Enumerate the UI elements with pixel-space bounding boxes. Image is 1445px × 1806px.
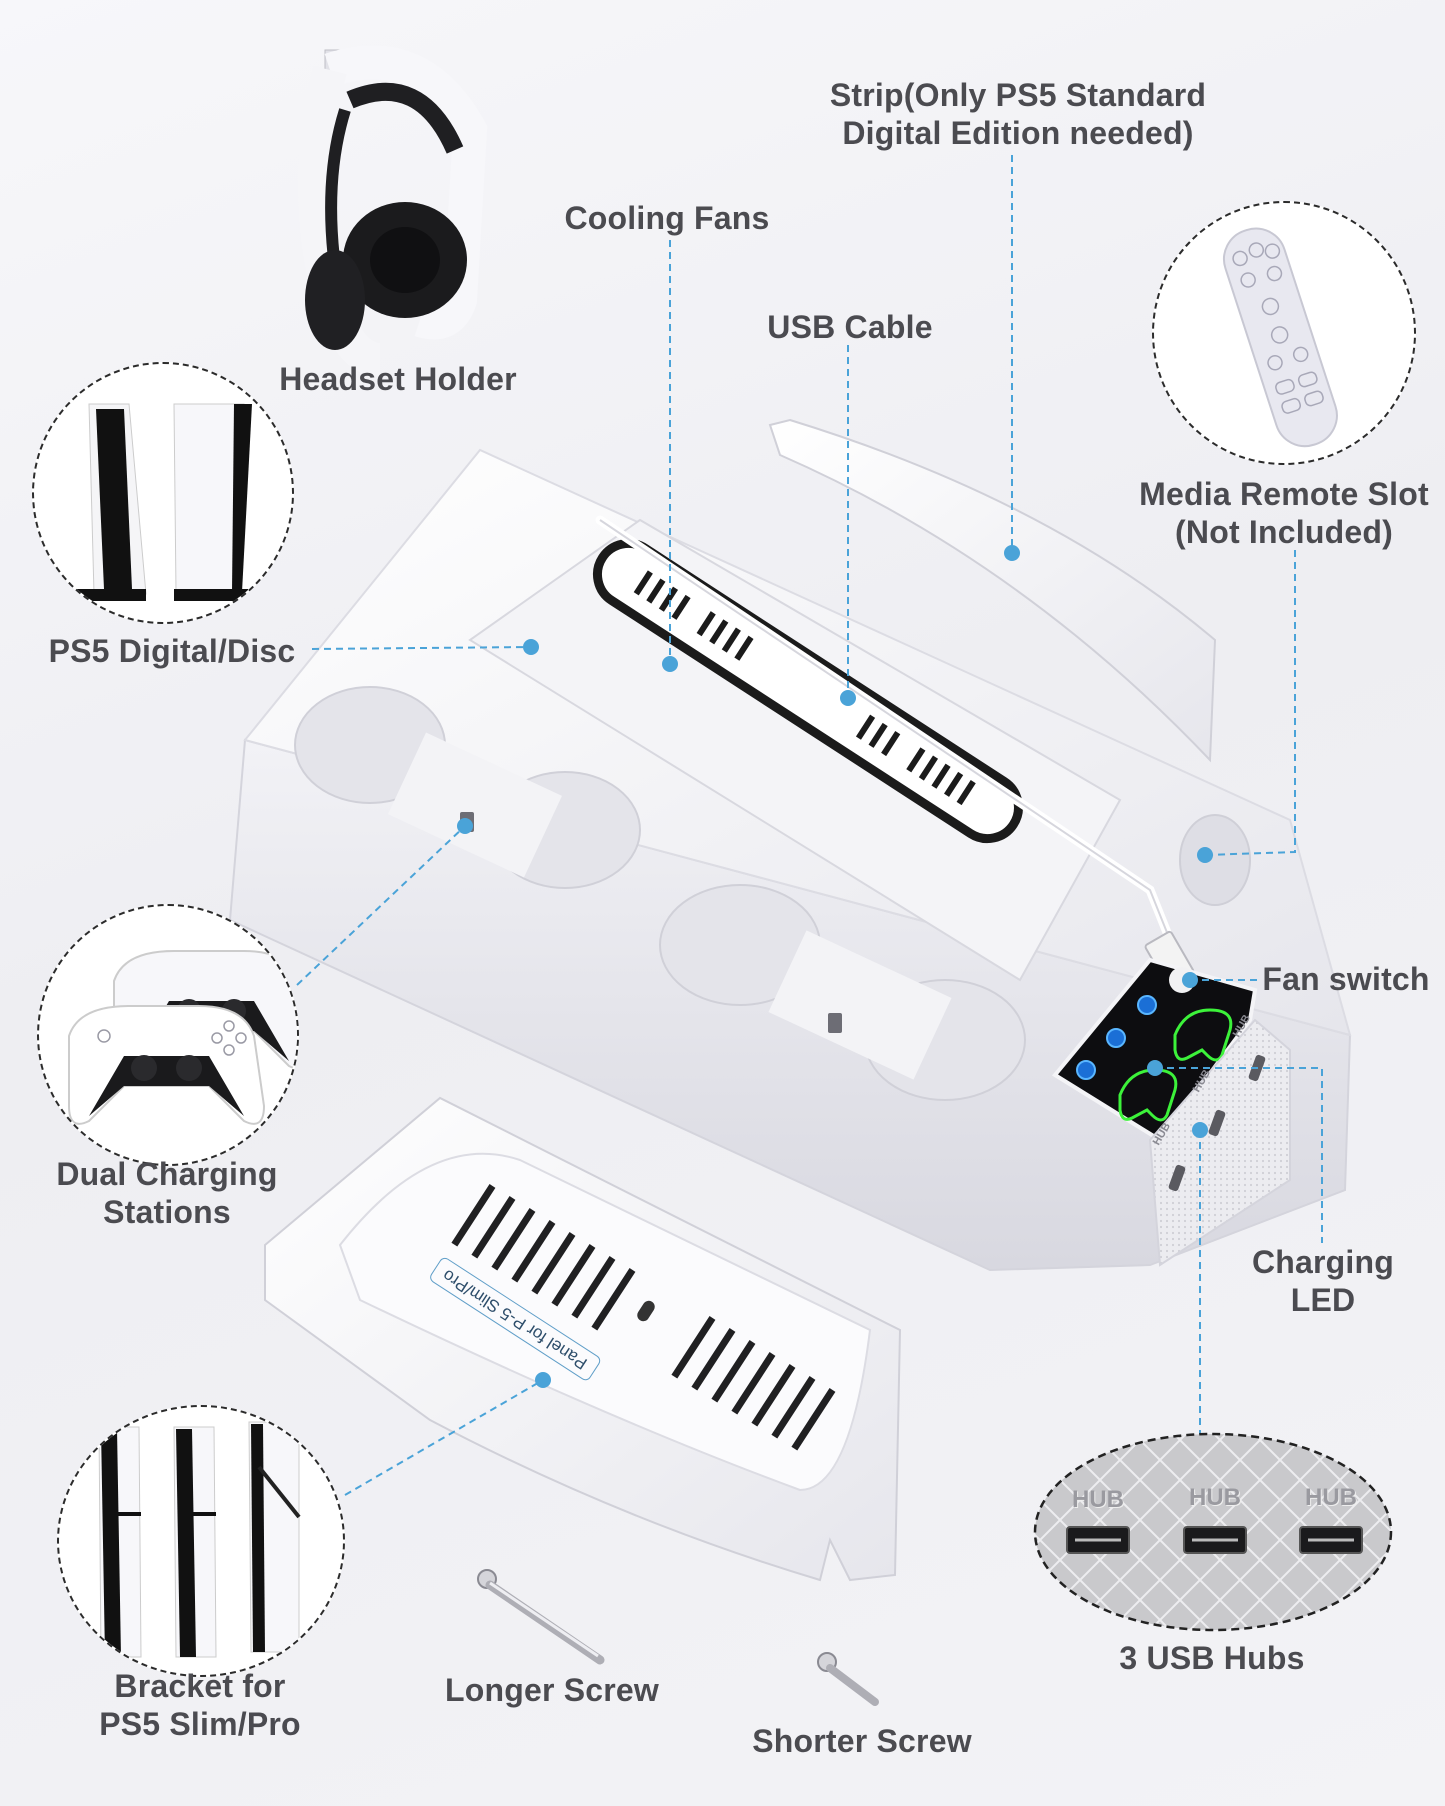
controller-led-icon [1118, 1008, 1233, 1122]
fan-led-icon [1076, 1060, 1096, 1080]
slim-pro-bracket [264, 1096, 902, 1582]
leader-dots [457, 545, 1213, 1388]
strip-label-line2: Digital Edition needed) [842, 115, 1194, 151]
cooling-fans-label: Cooling Fans [564, 200, 770, 236]
media-remote-callout [1152, 201, 1416, 465]
charging-led-label: Charging LED [1252, 1243, 1394, 1319]
dock-base [228, 448, 1352, 1272]
ps5-slim-pro-consoles-image [98, 1421, 301, 1658]
controllers-image [68, 950, 297, 1125]
fan-led-icon [1106, 1028, 1126, 1048]
dual-charging-label-line1: Dual Charging [56, 1156, 278, 1192]
media-remote-label-line2: (Not Included) [1175, 514, 1393, 550]
bracket-label: Bracket for PS5 Slim/Pro [99, 1667, 301, 1743]
hub-port[interactable] [1168, 1164, 1186, 1192]
media-remote-label: Media Remote Slot (Not Included) [1139, 475, 1429, 551]
strip-label-line1: Strip(Only PS5 Standard [829, 77, 1207, 113]
charging-led-label-line1: Charging [1251, 1244, 1395, 1280]
usb-hub-side [1148, 1018, 1291, 1267]
ps5-digital-disc-callout [32, 362, 294, 624]
hub-label: HUB [1072, 1486, 1124, 1513]
longer-screw [477, 1569, 605, 1665]
ps5-digital-disc-label: PS5 Digital/Disc [48, 633, 296, 669]
cooling-fan-vent [592, 538, 1023, 844]
hub-label: HUB [1189, 1484, 1241, 1511]
ps5-strip [768, 418, 1217, 763]
media-remote-image [1223, 227, 1338, 448]
led-control-panel [1051, 957, 1258, 1143]
bracket-label-line2: PS5 Slim/Pro [99, 1706, 301, 1742]
usb-hubs-callout [1033, 1432, 1393, 1632]
leader-lines [296, 155, 1323, 1496]
strip-label: Strip(Only PS5 Standard Digital Edition … [830, 76, 1206, 152]
charging-led-label-line2: LED [1290, 1282, 1356, 1318]
ps5-consoles-image [76, 403, 252, 601]
dual-charging-callout [37, 904, 299, 1166]
usb-cable-label: USB Cable [767, 309, 933, 345]
fan-led-icon [1137, 995, 1157, 1015]
charging-cradle-left [294, 686, 641, 889]
headset-holder-illustration [298, 45, 488, 377]
dual-charging-label-line2: Stations [103, 1194, 231, 1230]
usb-hubs-label: 3 USB Hubs [1119, 1640, 1305, 1676]
headset-holder-label: Headset Holder [279, 361, 517, 397]
bracket-slim-pro-callout [57, 1405, 345, 1677]
fan-switch-label: Fan switch [1262, 961, 1430, 997]
dual-charging-label: Dual Charging Stations [56, 1155, 277, 1231]
shorter-screw-label: Shorter Screw [752, 1723, 972, 1759]
longer-screw-label: Longer Screw [444, 1672, 660, 1708]
hub-port[interactable] [1208, 1109, 1226, 1137]
media-remote-label-line1: Media Remote Slot [1139, 476, 1429, 512]
hub-label: HUB [1305, 1484, 1357, 1511]
bracket-label-line1: Bracket for [114, 1668, 286, 1704]
charging-cradle-right [659, 884, 1026, 1101]
shorter-screw [817, 1652, 879, 1706]
